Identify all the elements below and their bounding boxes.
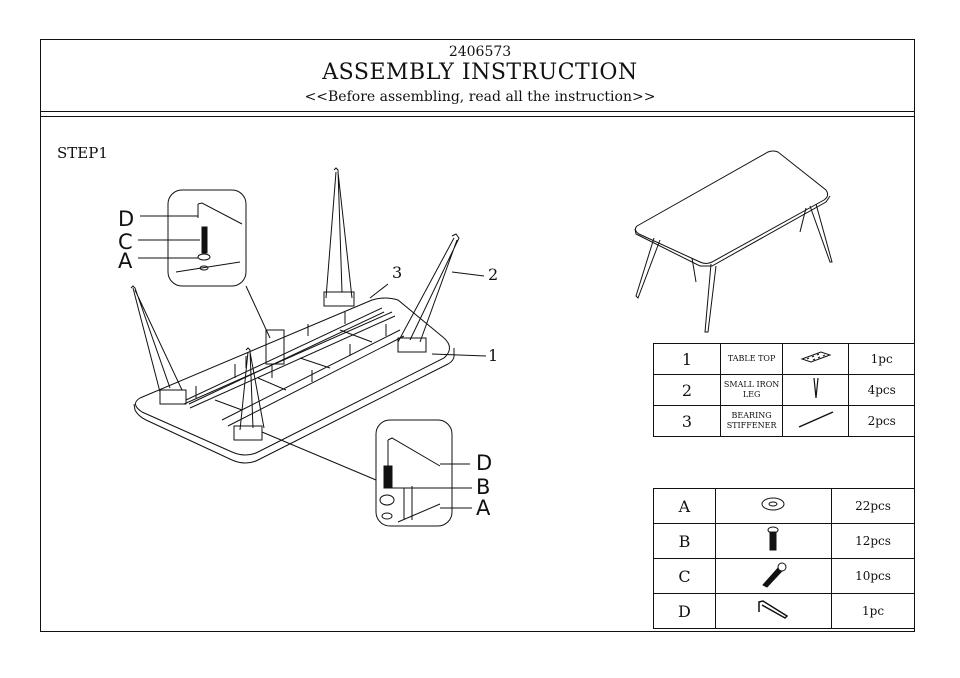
part-quantity: 4pcs [848, 374, 915, 406]
hardware-quantity: 10pcs [831, 558, 915, 594]
instruction-note: <<Before assembling, read all the instru… [304, 89, 656, 105]
table-row: 2 SMALL IRON LEG 4pcs [653, 374, 915, 406]
allen-key-icon [714, 593, 833, 629]
header-divider [40, 111, 915, 112]
table-row: B 12pcs [653, 523, 915, 559]
step-label: STEP1 [57, 144, 108, 162]
table-row: C 10pcs [653, 558, 915, 594]
callout-label: B [476, 475, 490, 499]
table-row: 1 TABLE TOP 1pc [653, 343, 915, 375]
hardware-table: A 22pcs B 12pcs C 10pcs D [653, 488, 915, 629]
part-quantity: 2pcs [848, 405, 915, 437]
long-bolt-icon [714, 558, 833, 594]
part-name: SMALL IRON LEG [719, 374, 784, 406]
hardware-letter: C [653, 558, 716, 594]
table-top-underside-drawing [133, 297, 455, 464]
short-bolt-icon [714, 523, 833, 559]
iron-leg-icon [782, 374, 850, 406]
part-name: BEARING STIFFENER [719, 405, 784, 437]
part-number: 3 [653, 405, 721, 437]
part-number: 2 [653, 374, 721, 406]
detail-bubble-bottom [261, 419, 472, 527]
table-row: 3 BEARING STIFFENER 2pcs [653, 405, 915, 437]
callout-label: A [476, 496, 491, 520]
leg-drawings [130, 167, 460, 441]
stiffener-icon [782, 405, 850, 437]
callout-label: D [118, 207, 134, 231]
hardware-quantity: 1pc [831, 593, 915, 629]
washer-icon [714, 488, 833, 524]
table-row: A 22pcs [653, 488, 915, 524]
detail-bubble-top [138, 189, 285, 365]
table-top-icon [782, 343, 850, 375]
parts-table: 1 TABLE TOP 1pc 2 SMALL IRON LEG 4pcs 3 … [653, 343, 915, 437]
hardware-quantity: 12pcs [831, 523, 915, 559]
screw-markers [195, 312, 387, 411]
part-name: TABLE TOP [719, 343, 784, 375]
instruction-sheet-frame [40, 39, 915, 632]
document-number: 2406573 [448, 44, 512, 60]
document-title: ASSEMBLY INSTRUCTION [322, 60, 638, 85]
callout-label: A [118, 249, 133, 273]
callout-label: C [118, 230, 133, 254]
part-number-label: 3 [392, 263, 402, 282]
hardware-letter: D [653, 593, 716, 629]
part-quantity: 1pc [848, 343, 915, 375]
part-number-label: 1 [488, 346, 498, 365]
hardware-letter: A [653, 488, 716, 524]
part-number-label: 2 [488, 265, 498, 284]
header-divider-double [40, 116, 915, 117]
callout-label: D [476, 451, 492, 475]
part-number: 1 [653, 343, 721, 375]
hardware-letter: B [653, 523, 716, 559]
hardware-quantity: 22pcs [831, 488, 915, 524]
table-row: D 1pc [653, 593, 915, 629]
assembled-table-drawing [634, 150, 833, 333]
